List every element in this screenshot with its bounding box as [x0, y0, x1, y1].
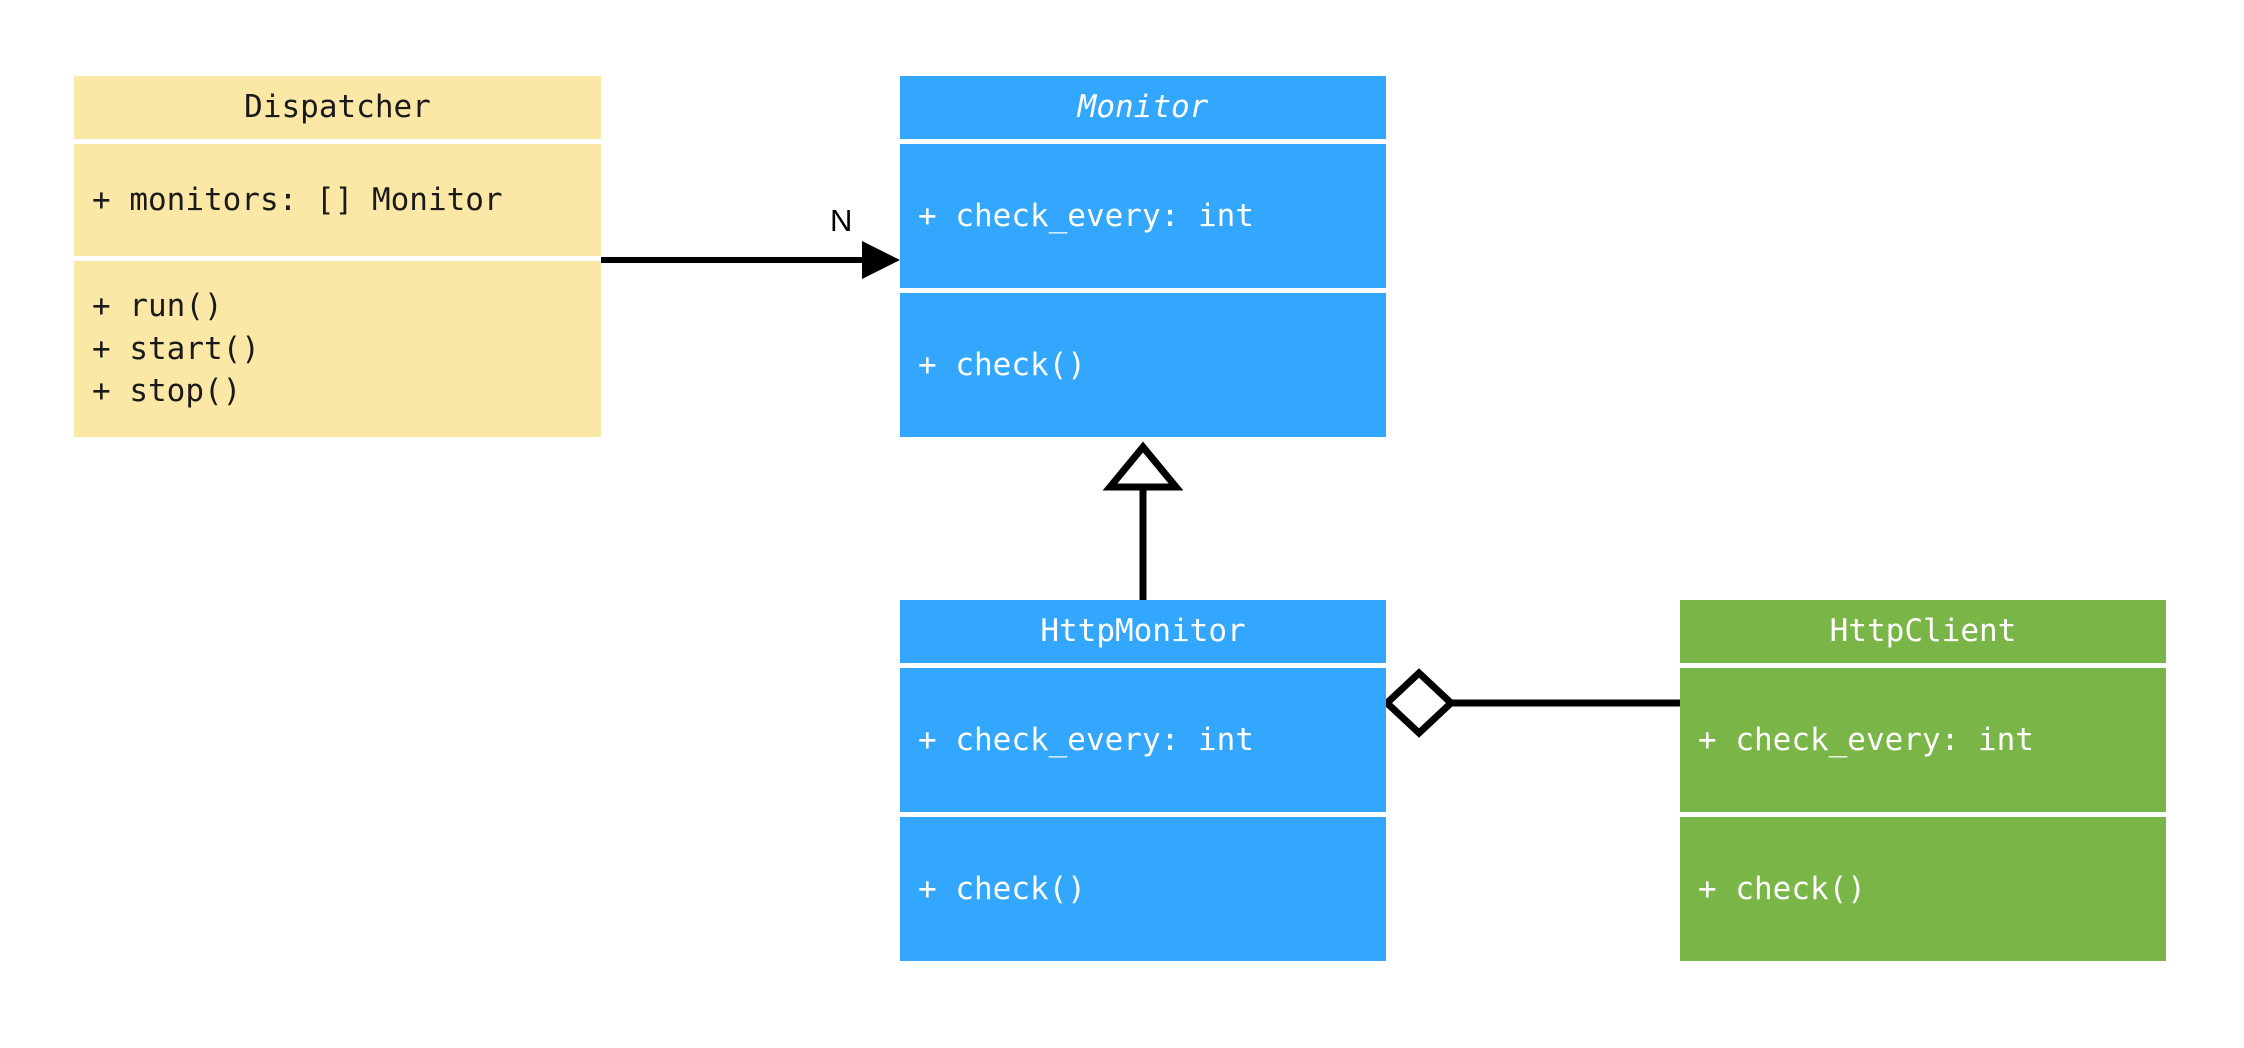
edge-label-multiplicity-n: N	[830, 203, 853, 238]
hollow-triangle-icon	[1102, 441, 1184, 491]
class-box-httpmonitor[interactable]: HttpMonitor + check_every: int + check()	[900, 600, 1386, 971]
method-item: + start()	[92, 330, 260, 367]
attribute-item: + check_every: int	[1698, 721, 2034, 758]
class-methods-httpmonitor: + check()	[900, 812, 1386, 961]
class-box-dispatcher[interactable]: Dispatcher + monitors: [] Monitor + run(…	[74, 76, 601, 447]
class-methods-httpclient: + check()	[1680, 812, 2166, 961]
class-name-monitor: Monitor	[900, 76, 1386, 139]
attribute-item: + check_every: int	[918, 721, 1254, 758]
class-methods-monitor: + check()	[900, 288, 1386, 437]
class-attributes-httpmonitor: + check_every: int	[900, 663, 1386, 812]
class-name-httpclient: HttpClient	[1680, 600, 2166, 663]
class-name-httpmonitor: HttpMonitor	[900, 600, 1386, 663]
class-methods-dispatcher: + run() + start() + stop()	[74, 256, 601, 437]
method-item: + run()	[92, 287, 223, 324]
attribute-item: + monitors: [] Monitor	[92, 181, 503, 218]
class-box-httpclient[interactable]: HttpClient + check_every: int + check()	[1680, 600, 2166, 971]
class-attributes-monitor: + check_every: int	[900, 139, 1386, 288]
open-arrow-head-icon	[862, 241, 900, 279]
method-item: + check()	[918, 346, 1086, 383]
edge-httpmonitor-to-httpclient	[1381, 668, 1680, 738]
edge-dispatcher-to-monitor	[600, 241, 900, 279]
class-attributes-dispatcher: + monitors: [] Monitor	[74, 139, 601, 256]
class-name-dispatcher: Dispatcher	[74, 76, 601, 139]
class-box-monitor[interactable]: Monitor + check_every: int + check()	[900, 76, 1386, 447]
method-item: + check()	[918, 870, 1086, 907]
hollow-diamond-icon	[1381, 668, 1457, 738]
class-attributes-httpclient: + check_every: int	[1680, 663, 2166, 812]
edge-httpmonitor-to-monitor	[1102, 441, 1184, 600]
attribute-item: + check_every: int	[918, 197, 1254, 234]
method-item: + check()	[1698, 870, 1866, 907]
method-item: + stop()	[92, 373, 242, 410]
